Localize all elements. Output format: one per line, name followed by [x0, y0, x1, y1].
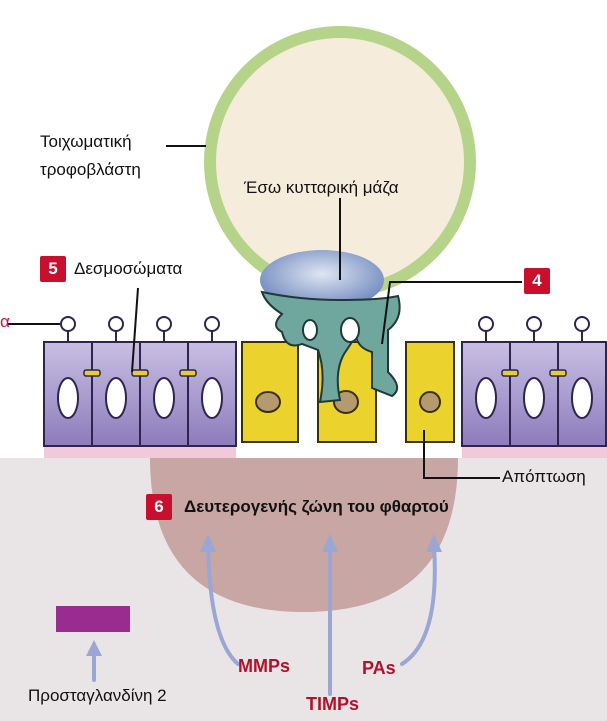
mural-trophoblast-label-line2: τροφοβλάστη	[40, 160, 141, 180]
mural-trophoblast-label-line1: Τοιχωματική	[40, 132, 132, 152]
epithelium-left	[44, 317, 236, 446]
prostaglandin-marker	[56, 606, 130, 632]
trophoblast-vacuole	[341, 318, 359, 342]
basement-membrane-left	[44, 446, 236, 458]
pas-label: PAs	[362, 658, 396, 678]
mmps-label: MMPs	[238, 656, 290, 676]
step-6-badge: 6	[146, 494, 172, 520]
step-4-badge: 4	[524, 268, 550, 294]
desmosomes-label: Δεσμοσώματα	[74, 259, 182, 279]
timps-label: TIMPs	[306, 694, 359, 714]
epithelium-right	[462, 317, 606, 446]
trophoblast-vacuole-2	[303, 320, 317, 340]
inner-cell-mass-label: Έσω κυτταρική μάζα	[244, 178, 399, 198]
cropped-left-label: α	[0, 312, 10, 332]
step-5-badge: 5	[40, 256, 66, 282]
basement-membrane-right	[462, 446, 607, 458]
prostaglandin-label: Προσταγλανδίνη 2	[28, 686, 167, 706]
apoptotic-cells	[242, 342, 454, 442]
decidual-zone-label: Δευτερογενής ζώνη του φθαρτού	[184, 497, 449, 517]
apoptosis-label: Απόπτωση	[502, 467, 586, 487]
